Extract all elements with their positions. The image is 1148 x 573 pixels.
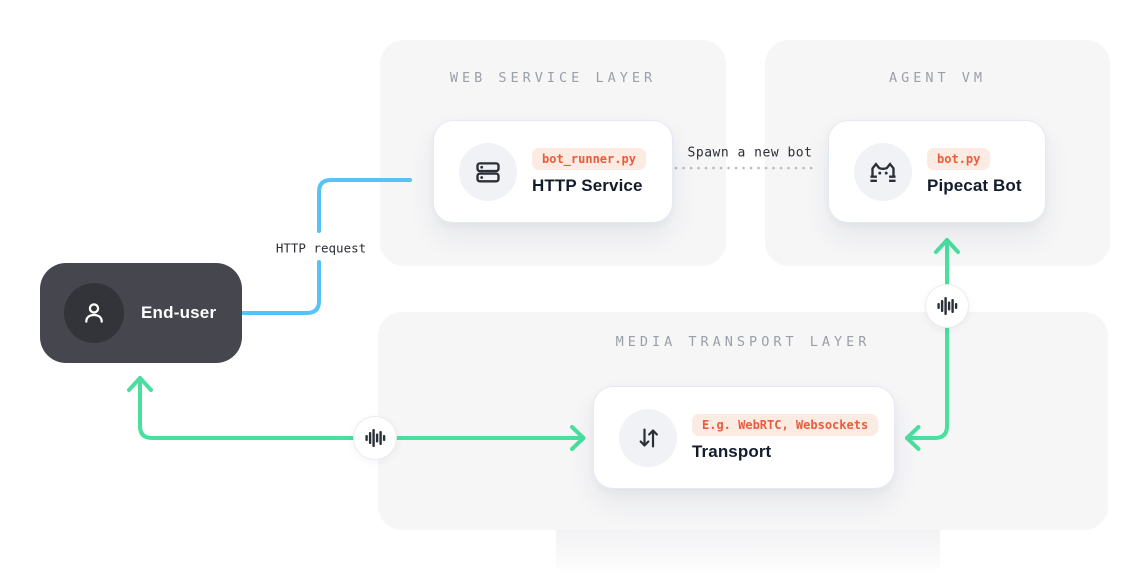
transport-examples-badge: E.g. WebRTC, Websockets [692, 413, 879, 436]
audio-waveform-icon [925, 284, 969, 328]
transport-node: E.g. WebRTC, Websockets Transport [593, 386, 895, 489]
audio-waveform-icon [353, 416, 397, 460]
person-icon [64, 283, 124, 343]
end-user-label: End-user [141, 303, 217, 322]
pipecat-cat-icon [854, 142, 912, 201]
http-request-wire-lower [240, 260, 321, 315]
web-service-layer-title: WEB SERVICE LAYER [449, 70, 657, 86]
spawn-a-new-bot-label: Spawn a new bot [687, 145, 813, 161]
transport-title: Transport [692, 441, 772, 461]
bot-py-badge: bot.py [927, 147, 991, 170]
media-transport-layer-title: MEDIA TRANSPORT LAYER [615, 334, 871, 350]
http-service-node: bot_runner.py HTTP Service [433, 120, 673, 223]
end-user-node: End-user [40, 263, 242, 363]
pipecat-bot-title: Pipecat Bot [927, 175, 1022, 195]
http-service-title: HTTP Service [532, 175, 643, 195]
arrows-up-down-icon [619, 408, 677, 467]
pipecat-bot-node: bot.py Pipecat Bot [828, 120, 1046, 223]
background-reflection [556, 530, 940, 573]
http-request-label: HTTP request [275, 240, 367, 256]
arrowhead-up-end-user [127, 376, 153, 392]
agent-vm-title: AGENT VM [888, 70, 987, 86]
bot-runner-badge: bot_runner.py [532, 147, 646, 170]
server-icon [459, 142, 517, 201]
